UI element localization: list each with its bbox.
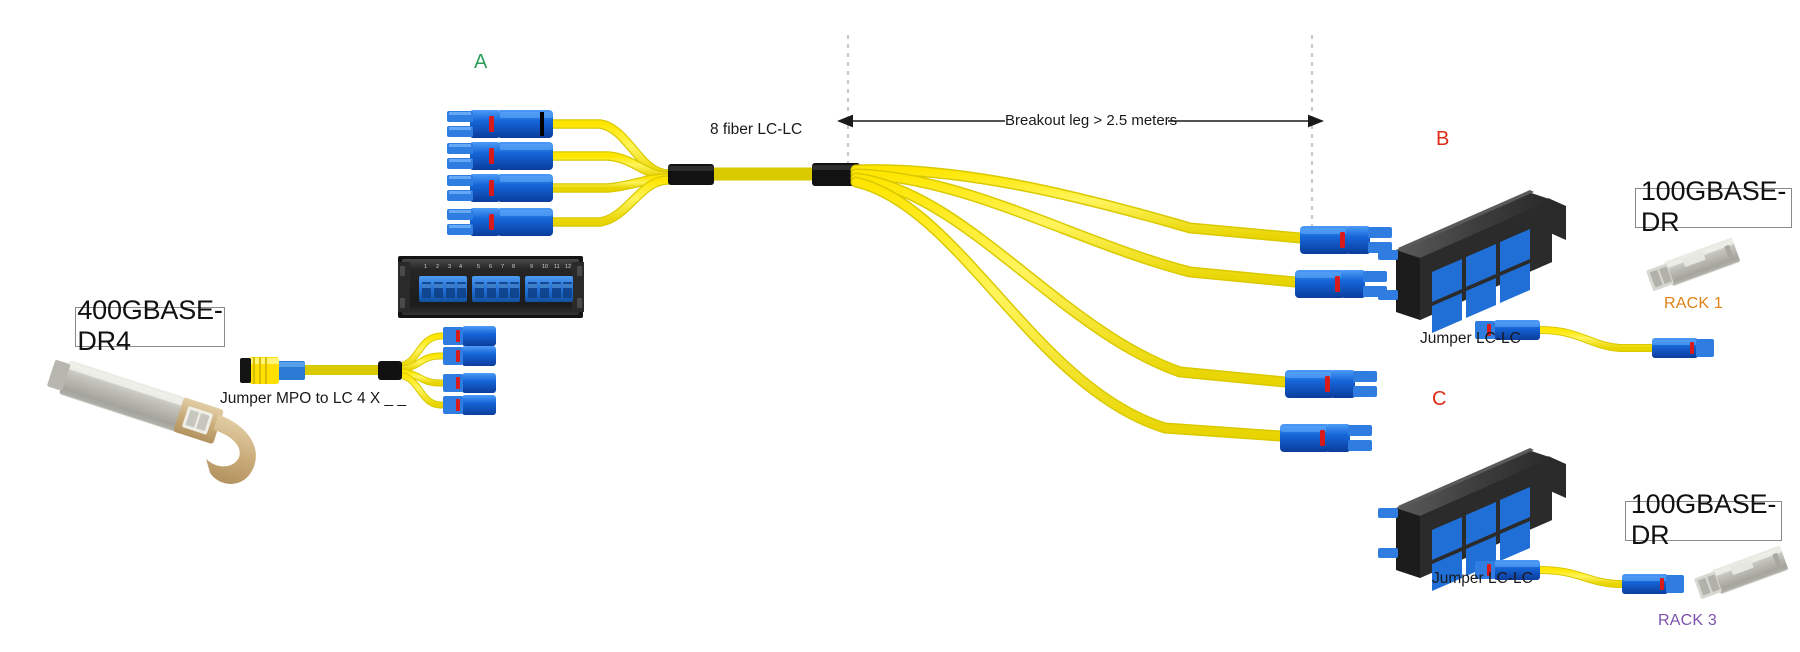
lc-duplex-connector [443,346,496,366]
rack-label-1: RACK 1 [1664,295,1723,312]
patch-panel-port-number: 8 [512,264,516,270]
tag-a: A [474,51,488,73]
patch-panel-port-number: 1 [424,264,428,270]
patch-panel-port-number: 5 [477,264,481,270]
furcation-boot-left [668,164,714,185]
patch-panel-adapter-block [419,276,573,302]
lc-duplex-connector [443,326,496,346]
lc-duplex-connector [1280,424,1372,452]
tag-c: C [1432,388,1447,410]
lc-duplex-connector [1295,270,1387,298]
lc-duplex-connector [1300,226,1392,254]
patch-panel-port-number: 6 [489,264,493,270]
lc-duplex-connector [1622,574,1684,594]
furcation-boot-right [812,163,860,186]
lc-connector-group-c [1280,370,1377,452]
patch-panel-port-number: 3 [448,264,452,270]
patch-panel-port-number: 10 [542,264,549,270]
patch-panel-port-number: 2 [436,264,440,270]
lc-duplex-connector [447,110,553,138]
cassette-panel-b [1378,190,1566,333]
lc-duplex-connector [443,395,496,415]
lc-duplex-connector [447,208,553,236]
cassette-adapters-b [1432,229,1530,333]
mpo-connector [240,357,305,384]
jumper-lc-lc-label-bottom: Jumper LC-LC [1432,570,1533,587]
tag-b: B [1436,128,1450,150]
module-label-400gbase-dr4: 400GBASE-DR4 [75,295,225,356]
trunk-label: 8 fiber LC-LC [710,121,803,138]
lc-duplex-connector [447,174,553,202]
mpo-jumper-label: Jumper MPO to LC 4 X _ _ [220,390,407,407]
trunk-cable-assembly [548,119,1306,442]
lc-duplex-connector [1652,338,1714,358]
patch-panel-port-number: 12 [565,264,572,270]
rack-label-3: RACK 3 [1658,612,1717,629]
qsfp-dd-transceiver-400g [47,359,256,484]
lc-duplex-connector [447,142,553,170]
sfp-transceiver-rack1 [1646,237,1740,291]
patch-panel-port-number: 11 [554,264,560,270]
patch-panel-port-number: 9 [530,264,534,270]
lc-connector-group-a [447,110,553,236]
patch-panel-port-number: 4 [459,264,463,270]
lc-connector-group-b [1295,226,1392,298]
breakout-dimension-label: Breakout leg > 2.5 meters [1005,112,1178,129]
trunk-right-legs [850,164,1306,442]
lc-connector-group-mpo-jumper [443,326,496,415]
module-label-100gbase-dr-top: 100GBASE-DR [1635,176,1792,237]
module-label-100gbase-dr-bottom: 100GBASE-DR [1625,489,1782,550]
trunk-left-legs [548,119,673,227]
lc-duplex-connector [443,373,496,393]
jumper-lc-lc-label-top: Jumper LC-LC [1420,330,1521,347]
lc-duplex-connector [1285,370,1377,398]
sfp-transceiver-rack3 [1694,545,1788,599]
patch-panel-port-number: 7 [501,264,505,270]
